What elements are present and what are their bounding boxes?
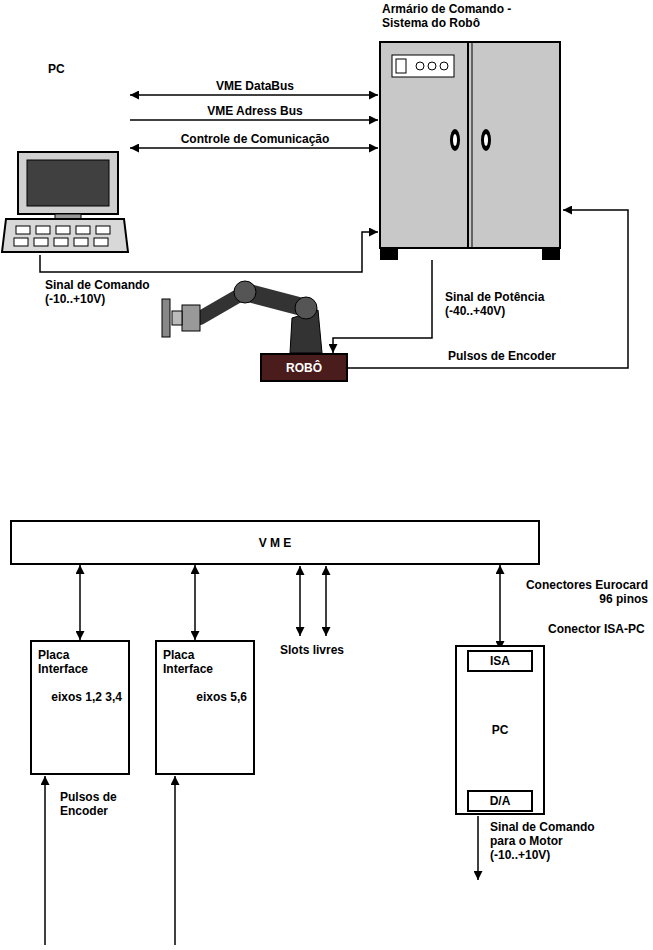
- signal-label: Sinal de Comando para o Motor (-10..+10V…: [490, 820, 615, 862]
- signal-label: VME DataBus: [150, 79, 360, 93]
- node-title: Placa Interface: [38, 648, 122, 676]
- connector: [499, 565, 501, 650]
- signal-label: Pulsos de Encoder: [448, 349, 618, 363]
- connector: [130, 94, 378, 96]
- connector: [348, 210, 628, 368]
- node-title: PC: [492, 723, 509, 737]
- signal-label: Controle de Comunicação: [150, 132, 360, 146]
- node-title: Armário de Comando - Sistema do Robô: [382, 2, 559, 30]
- interface-card: Placa Interface eixos 5,6: [155, 640, 255, 775]
- node-title: PC: [48, 62, 130, 76]
- computer-node: PC: [5, 58, 130, 255]
- connector-label: Conectores Eurocard 96 pinos: [510, 578, 648, 606]
- connector: [194, 565, 196, 640]
- node-title: ROBÔ: [286, 361, 322, 375]
- slot-label: Slots livres: [280, 643, 370, 657]
- node-text: eixos 5,6: [163, 690, 247, 704]
- robot-box: ROBÔ: [260, 353, 348, 382]
- signal-label: Sinal de Comando (-10..+10V): [45, 278, 157, 306]
- node-title: V M E: [259, 536, 292, 550]
- bus-box: V M E: [10, 520, 540, 565]
- signal-label: VME Adress Bus: [150, 104, 360, 118]
- interface-card: Placa Interface eixos 1,2 3,4: [30, 640, 130, 775]
- connector: [130, 119, 378, 121]
- da-converter: D/A: [467, 790, 533, 812]
- cabinet-drawing: [380, 42, 560, 260]
- connector: [333, 260, 432, 353]
- connector: [130, 147, 378, 149]
- node-title: ISA: [490, 654, 510, 668]
- node-title: Placa Interface: [163, 648, 247, 676]
- signal-label: Pulsos de Encoder: [60, 790, 155, 818]
- connector: [40, 232, 378, 272]
- node-text: eixos 1,2 3,4: [38, 690, 122, 704]
- connector-label: Conector ISA-PC: [548, 622, 648, 636]
- pc-card: ISA D/A PC: [455, 645, 545, 815]
- robot-arm: [162, 281, 322, 353]
- signal-label: Sinal de Potência (-40..+40V): [445, 290, 560, 318]
- connector: [79, 565, 81, 640]
- computer-icon: [2, 152, 128, 252]
- isa-connector: ISA: [467, 650, 533, 672]
- cabinet-node: Armário de Comando - Sistema do Robô: [378, 2, 563, 260]
- node-title: D/A: [490, 794, 511, 808]
